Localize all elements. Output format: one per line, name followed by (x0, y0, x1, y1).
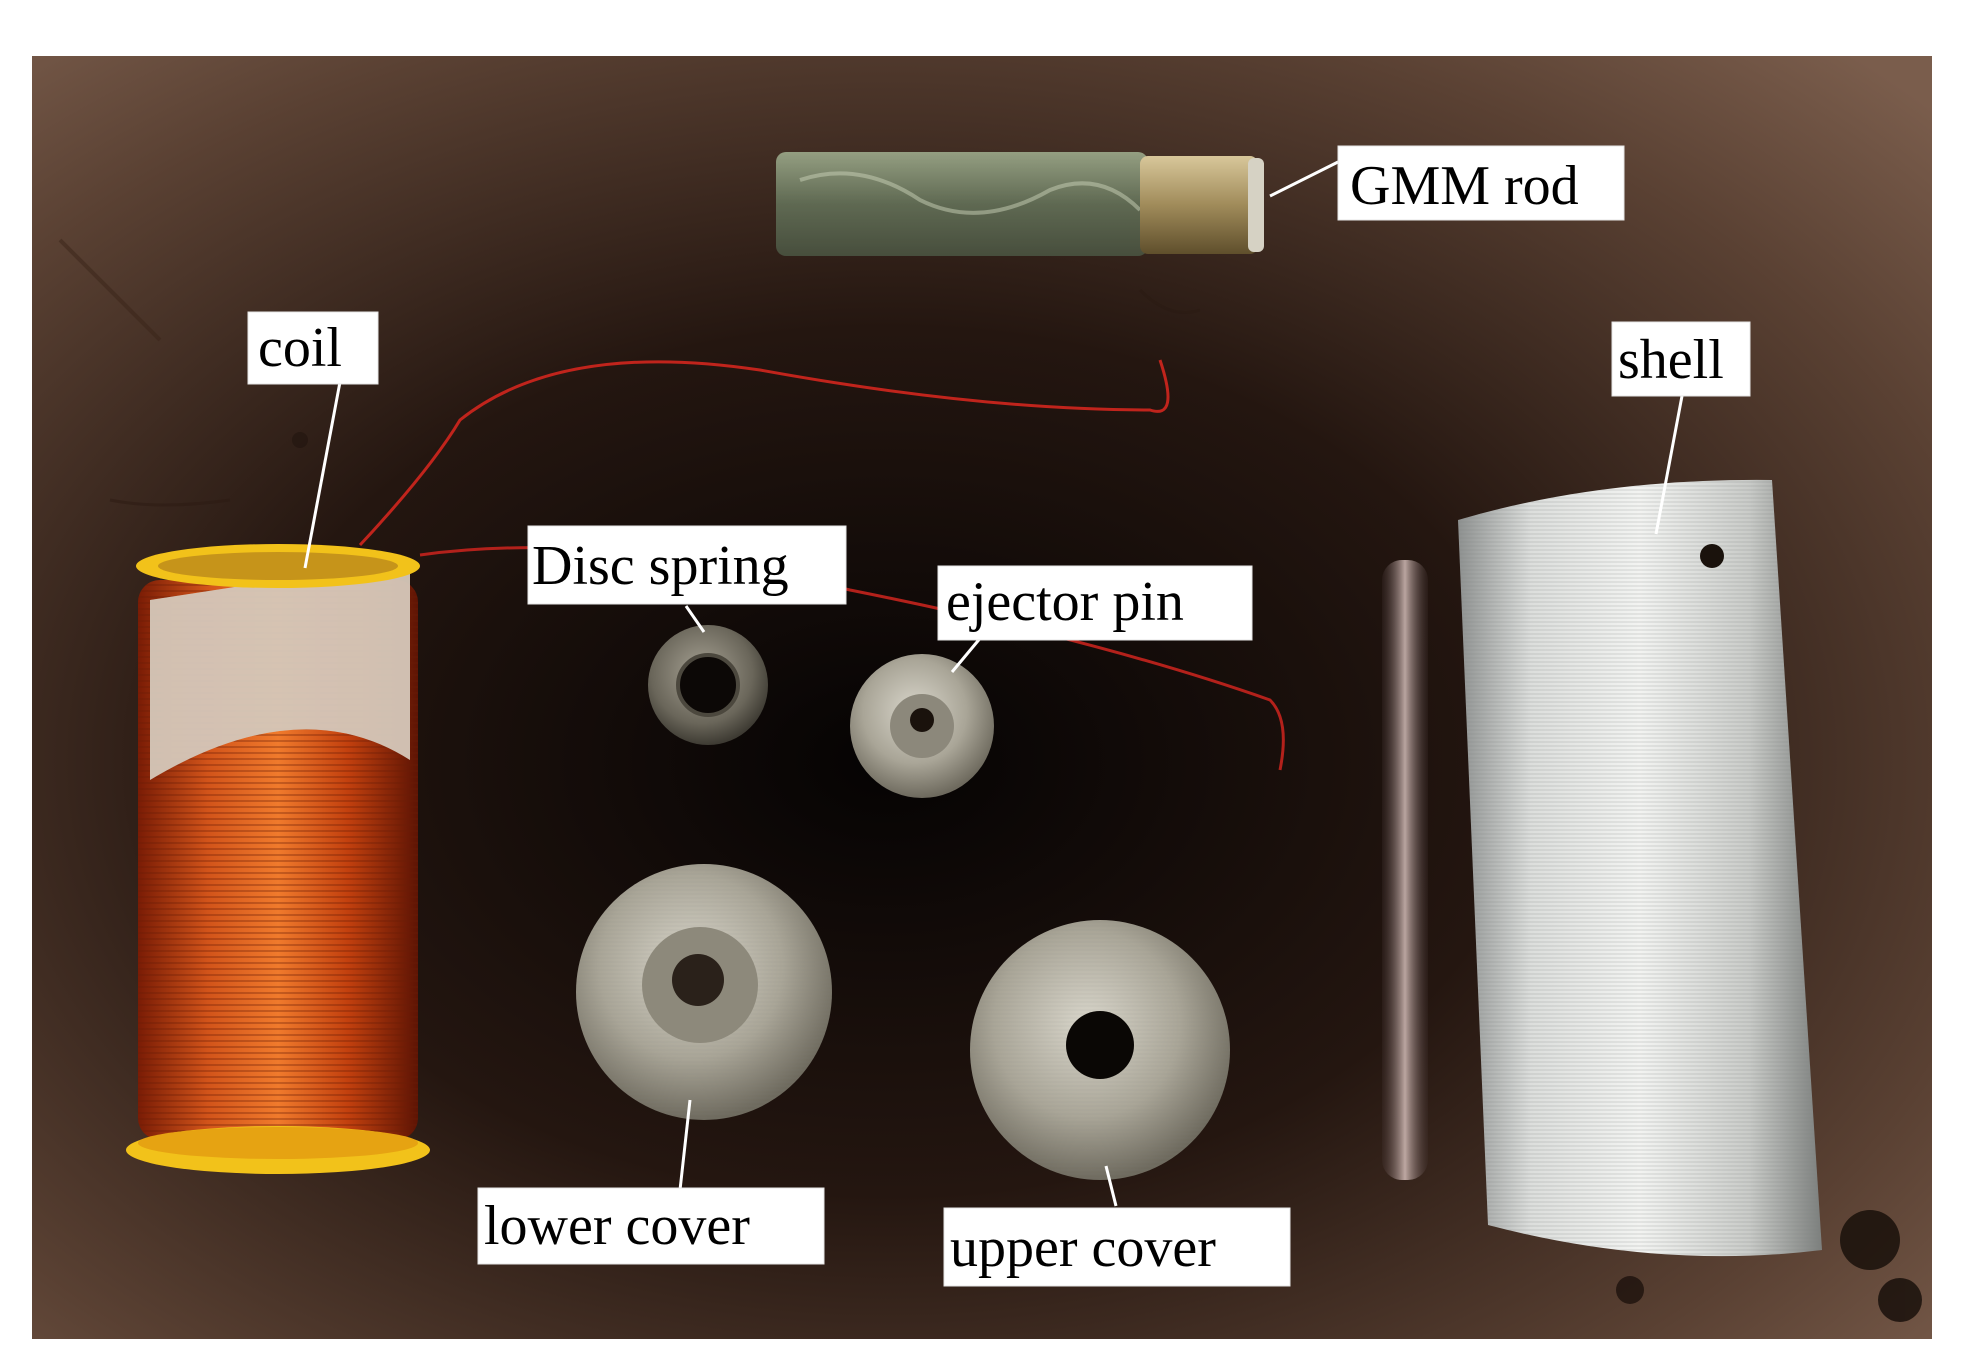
debris (1616, 1210, 1922, 1322)
label-lower-cover-text: lower cover (484, 1195, 750, 1257)
coil (126, 544, 430, 1174)
label-gmm-rod-text: GMM rod (1350, 155, 1579, 217)
label-ejector-pin-text: ejector pin (946, 571, 1184, 633)
shell (1458, 479, 1822, 1257)
label-shell: shell (1611, 321, 1751, 397)
disc-spring (648, 625, 768, 745)
ejector-pin (850, 654, 994, 798)
label-coil-text: coil (258, 317, 342, 379)
table-scratches (58, 238, 1201, 507)
upper-cover (970, 920, 1230, 1180)
label-disc-spring-text: Disc spring (532, 535, 789, 597)
leader-lines (303, 160, 1684, 1207)
label-shell-text: shell (1618, 329, 1724, 391)
coil-lead-wire-1 (358, 359, 1170, 547)
label-upper-cover: upper cover (943, 1207, 1291, 1287)
label-coil: coil (247, 311, 379, 385)
label-gmm-rod: GMM rod (1337, 145, 1625, 221)
label-ejector-pin: ejector pin (937, 565, 1253, 641)
label-lower-cover: lower cover (477, 1187, 825, 1265)
lower-cover (576, 864, 832, 1120)
label-upper-cover-text: upper cover (950, 1217, 1216, 1279)
label-disc-spring: Disc spring (527, 525, 847, 605)
glass-tube (1382, 560, 1428, 1180)
gmm-rod (776, 152, 1264, 256)
